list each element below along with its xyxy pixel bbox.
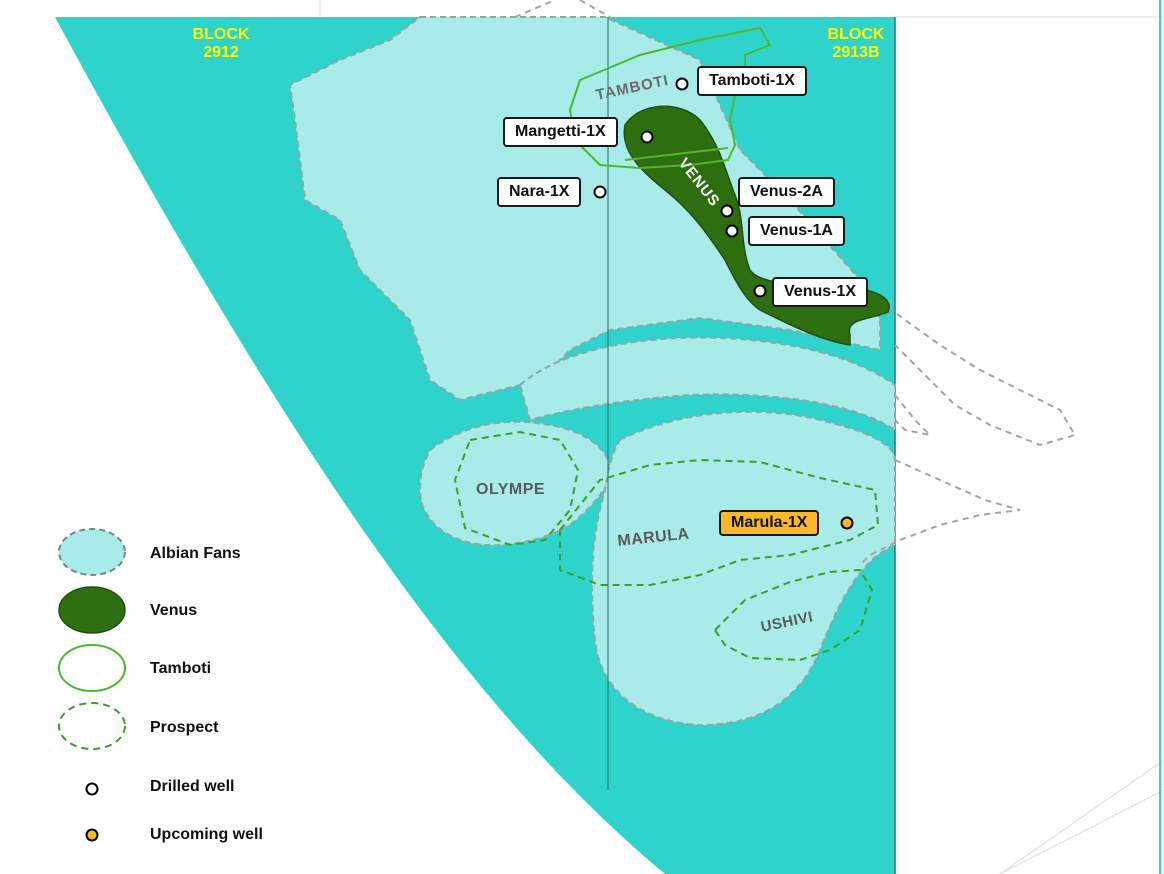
prospect-outlines [453,430,880,662]
legend-prospect-label: Prospect [150,719,219,736]
albian-fan-middle [518,336,896,432]
well-label-nara-1x[interactable]: Nara-1X [497,177,582,207]
well-label-venus-1x[interactable]: Venus-1X [772,277,869,307]
legend-prospect-swatch [58,702,126,750]
tamboti-inner-line [624,147,729,161]
well-marker-nara-1x[interactable] [593,185,607,199]
legend-tamboti-swatch [58,644,126,692]
well-label-venus-2a[interactable]: Venus-2A [738,177,835,207]
legend-albian-fans-swatch [58,528,126,576]
legend-upcoming-well-label: Upcoming well [150,826,263,843]
block-2912-label-line2: 2912 [203,44,239,61]
albian-fan-olympe [418,420,611,547]
ushivi-prospect-outline [713,568,874,662]
block-2912-label: BLOCK 2912 [176,26,266,62]
legend-albian-fans-label: Albian Fans [150,545,241,562]
legend-drilled-well-label: Drilled well [150,778,235,795]
well-label-marula-1x[interactable]: Marula-1X [719,510,820,536]
legend-tamboti-label: Tamboti [150,660,212,677]
well-label-venus-1a[interactable]: Venus-1A [748,216,845,246]
well-label-mangetti-1x[interactable]: Mangetti-1X [503,117,618,147]
background-grid-lines [319,0,1164,874]
block-2912-label-line1: BLOCK [192,26,250,43]
legend-symbols [58,528,126,842]
well-marker-tamboti-1x[interactable] [675,77,689,91]
well-marker-venus-1a[interactable] [725,224,739,238]
legend-venus-swatch [58,586,126,634]
olympe-area-label: OLYMPE [476,481,546,498]
legend-venus-label: Venus [150,602,198,619]
well-markers [593,77,854,530]
legend-upcoming-well-symbol [85,828,99,842]
well-marker-venus-2a[interactable] [720,204,734,218]
block-2913b-label-line2: 2913B [832,44,880,61]
olympe-prospect-outline [453,430,580,547]
venus-outline [623,105,890,346]
block-2913b-label: BLOCK 2913B [811,26,901,62]
albian-fan-north [288,16,881,402]
well-marker-marula-1x[interactable] [840,516,854,530]
gray-dashed-outlines [514,0,1077,566]
legend-drilled-well-symbol [85,782,99,796]
albian-fans [288,16,896,727]
block-2913b-label-line1: BLOCK [827,26,885,43]
well-marker-venus-1x[interactable] [753,284,767,298]
albian-fan-marula [591,410,896,727]
marula-prospect-outline [559,458,880,586]
well-marker-mangetti-1x[interactable] [640,130,654,144]
tamboti-outline [568,26,772,170]
well-label-tamboti-1x[interactable]: Tamboti-1X [697,66,807,96]
